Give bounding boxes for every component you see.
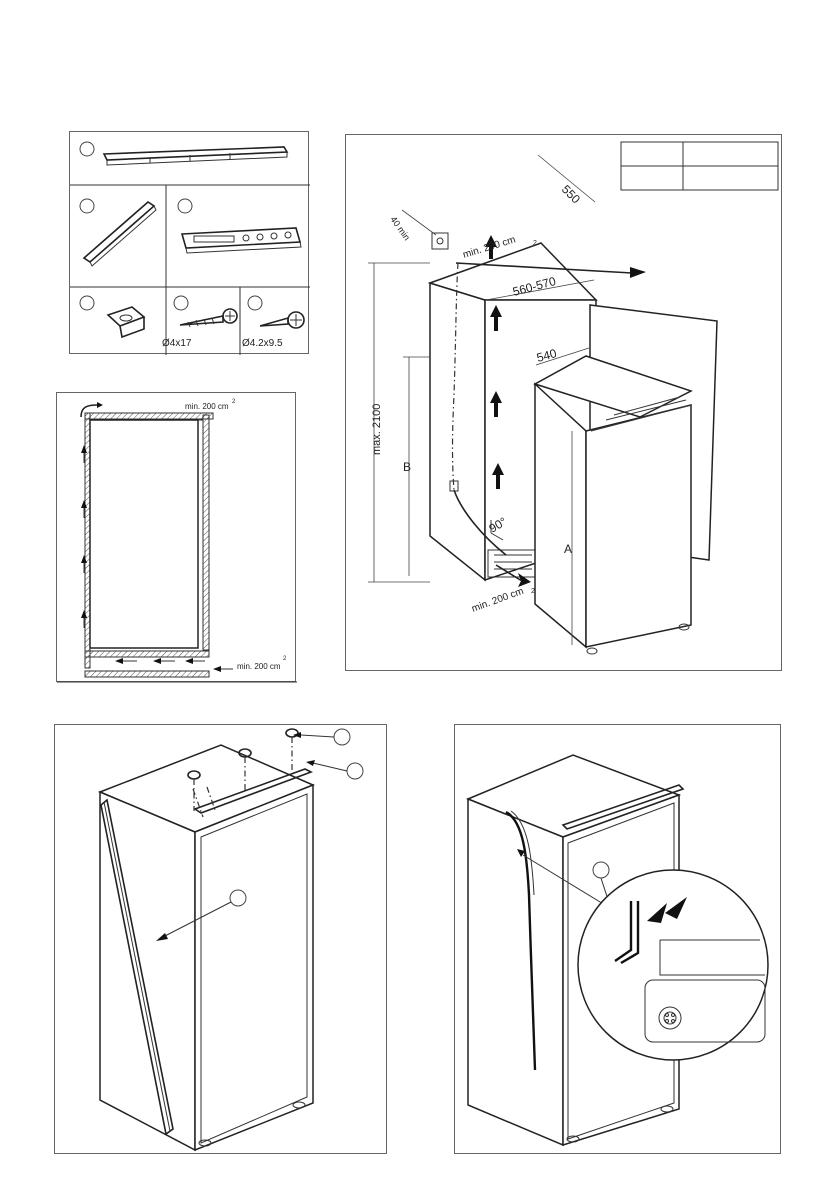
top-vent-label: min. 200 cm xyxy=(185,402,229,411)
niche-dimensions-drawing: 550 40 min min. 200 cm 2 560-570 540 max… xyxy=(346,135,783,672)
bottom-vent-area-label: min. 200 cm xyxy=(470,586,525,615)
dimension-table xyxy=(621,142,778,190)
mounting-strip-drawing xyxy=(55,725,388,1155)
appliance-section xyxy=(90,420,198,648)
top-vent-superscript: 2 xyxy=(232,399,236,405)
callout-strip-circle xyxy=(347,763,363,779)
appliance-front xyxy=(586,405,691,647)
detail-magnifier xyxy=(578,870,768,1060)
parts-list-drawing: Ø4x17 Ø4.2x9.5 xyxy=(70,132,310,355)
depth-label: 550 xyxy=(559,182,583,206)
part-6-number-circle xyxy=(248,296,262,310)
parts-list-panel: Ø4x17 Ø4.2x9.5 xyxy=(69,131,309,354)
power-outlet-box xyxy=(432,233,448,249)
seal-fitting-panel xyxy=(454,724,781,1154)
callout-seal-circle xyxy=(230,890,246,906)
cabinet-side xyxy=(468,799,563,1145)
hinge-cover-part xyxy=(182,228,301,253)
top-vent-area-superscript: 2 xyxy=(533,240,537,247)
top-board xyxy=(85,413,213,419)
bottom-vent-label: min. 200 cm xyxy=(237,662,281,671)
ventilation-section-panel: min. 200 cm 2 min. 200 cm 2 xyxy=(56,392,296,682)
part-3-number-circle xyxy=(178,199,192,213)
part-2-number-circle xyxy=(80,199,94,213)
max-height-label: max. 2100 xyxy=(371,404,383,455)
part-4-number-circle xyxy=(80,296,94,310)
long-rail-part xyxy=(104,147,287,165)
wood-screw-part xyxy=(180,309,237,327)
bottom-vent-area-superscript: 2 xyxy=(531,588,535,595)
callout-screw-circle xyxy=(334,729,350,745)
plinth-top xyxy=(85,651,209,657)
floor-board xyxy=(85,671,209,677)
callout-seal-circle xyxy=(593,862,609,878)
part-1-number-circle xyxy=(80,142,94,156)
niche-side-panel xyxy=(430,283,485,580)
screw-a-size-label: Ø4x17 xyxy=(162,338,192,349)
seal-fitting-drawing xyxy=(455,725,782,1155)
part-5-number-circle xyxy=(174,296,188,310)
appliance-side xyxy=(535,384,586,647)
niche-height-label: B xyxy=(403,460,411,474)
cabinet-front xyxy=(195,785,313,1150)
gap-label: 40 min xyxy=(388,214,412,242)
airflow-arrows-bottom xyxy=(115,658,233,672)
door-side-wall xyxy=(203,415,209,650)
ventilation-section-drawing: min. 200 cm 2 min. 200 cm 2 xyxy=(57,393,297,683)
mounting-strip-panel xyxy=(54,724,387,1154)
diagonal-strip-part xyxy=(84,202,156,266)
cabinet-side xyxy=(100,792,195,1150)
bottom-vent-superscript: 2 xyxy=(283,656,287,662)
machine-screw-part xyxy=(260,312,304,328)
niche-dimensions-panel: 550 40 min min. 200 cm 2 560-570 540 max… xyxy=(345,134,782,671)
screw-b-size-label: Ø4.2x9.5 xyxy=(242,338,283,349)
appliance-height-label: A xyxy=(564,542,572,556)
mounting-clip-part xyxy=(108,307,144,337)
